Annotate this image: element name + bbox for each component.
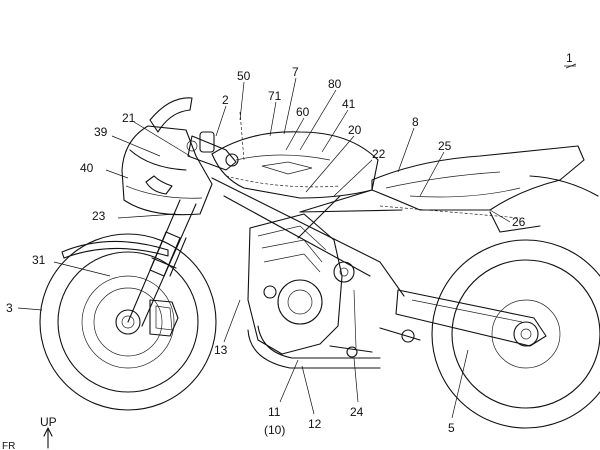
label-41: 41: [342, 97, 356, 111]
engine: [247, 213, 355, 355]
reference-labels: 1 50 7 80 71 2 60 41 20 8 25 22 21 39 40…: [2, 51, 576, 450]
label-25: 25: [438, 139, 452, 153]
seat: [371, 145, 585, 211]
front-label: FR: [2, 441, 15, 450]
label-31: 31: [32, 253, 46, 267]
label-39: 39: [94, 125, 108, 139]
label-12: 12: [308, 417, 322, 431]
swingarm: [395, 289, 547, 347]
front-wheel: [39, 233, 217, 411]
label-10: (10): [264, 423, 285, 437]
figure-number: 1: [566, 51, 573, 65]
label-3: 3: [6, 301, 13, 315]
label-7: 7: [292, 65, 299, 79]
exhaust-pipe: [247, 325, 381, 369]
label-21: 21: [122, 111, 136, 125]
label-11: 11: [268, 405, 281, 419]
label-2: 2: [222, 93, 229, 107]
fuel-tank: [211, 111, 379, 199]
up-arrow-icon: [43, 427, 53, 449]
front-fork: [127, 199, 197, 327]
label-23: 23: [92, 209, 106, 223]
label-71: 71: [268, 89, 282, 103]
label-26: 26: [512, 215, 526, 229]
rear-fender: [489, 175, 599, 233]
label-40: 40: [80, 161, 94, 175]
label-50: 50: [237, 69, 251, 83]
front-fender: [61, 240, 169, 259]
leader-lines: [17, 63, 577, 419]
label-20: 20: [348, 123, 362, 137]
footrest: [329, 289, 421, 358]
label-13: 13: [214, 343, 228, 357]
front-brake-caliper: [149, 299, 179, 337]
rear-wheel: [431, 239, 600, 429]
handlebar: [186, 131, 239, 171]
label-22: 22: [372, 147, 386, 161]
label-60: 60: [296, 105, 310, 119]
label-5: 5: [448, 421, 455, 435]
label-80: 80: [328, 77, 342, 91]
up-label: UP: [40, 415, 57, 429]
label-24: 24: [350, 405, 364, 419]
front-cowl: [121, 97, 213, 216]
label-8: 8: [412, 115, 419, 129]
